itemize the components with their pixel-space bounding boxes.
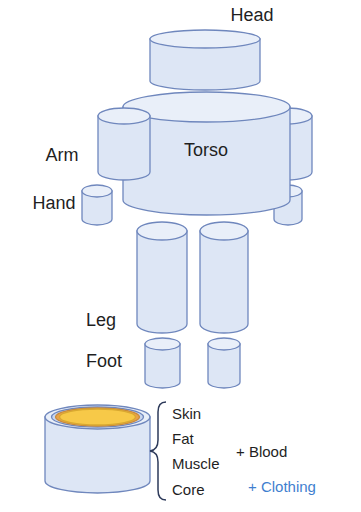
layer-label: + Clothing — [248, 478, 316, 495]
body-part-cylinder: Arm — [98, 108, 150, 180]
layer-label: Skin — [172, 405, 201, 422]
cylinder-outline — [145, 338, 180, 388]
part-label: Head — [230, 5, 273, 26]
layer-core — [60, 409, 136, 425]
cylinder-top — [82, 185, 112, 197]
cylinder-top — [98, 108, 150, 124]
body-part-cylinder: Head — [150, 30, 260, 90]
cylinder-outline — [82, 185, 112, 225]
cylinder-top — [150, 30, 260, 48]
part-label: Hand — [32, 193, 75, 214]
cylinder-body — [137, 231, 187, 333]
right-leg-top — [200, 222, 248, 240]
layer-muscle — [56, 408, 140, 426]
layer-label: Muscle — [172, 455, 220, 472]
cylinder-top — [137, 222, 187, 240]
cylinder-body — [98, 116, 150, 180]
layer-label: + Blood — [236, 443, 287, 460]
part-label: Foot — [86, 351, 122, 372]
body-part-cylinder: Foot — [145, 338, 180, 388]
layer-label: Fat — [172, 430, 194, 447]
right-leg-cylinder — [200, 231, 248, 333]
right-foot-top — [208, 338, 240, 350]
body-part-cylinder: Hand — [82, 185, 112, 225]
layer-fat — [52, 407, 144, 427]
part-label: Leg — [86, 310, 116, 331]
layer-label: Core — [172, 481, 205, 498]
part-label: Torso — [184, 140, 228, 161]
part-label: Arm — [46, 145, 79, 166]
body-part-cylinder: Leg — [137, 222, 187, 333]
layer-skin — [45, 405, 150, 429]
cylinder-top — [145, 338, 180, 350]
cylinder-outline — [98, 108, 150, 180]
brace — [150, 402, 166, 500]
cylinder-outline — [137, 222, 187, 333]
cylinder-outline — [150, 30, 260, 90]
